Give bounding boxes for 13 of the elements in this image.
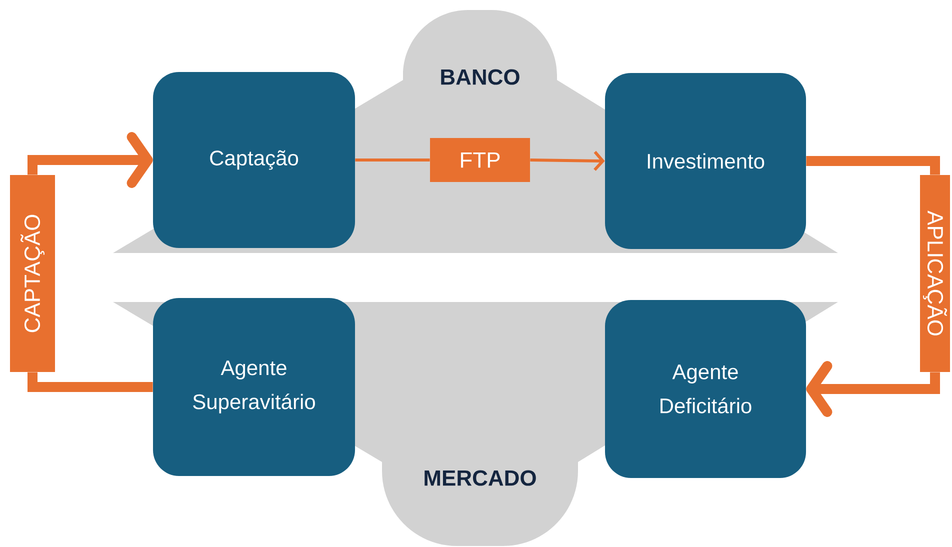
arrow [530,150,605,171]
connector-line [355,158,430,162]
connector-line [806,156,940,175]
connector-line [28,372,153,392]
process-box: Agente Deficitário [605,300,806,478]
process-box: FTP [430,138,530,182]
process-box: Agente Superavitário [153,298,355,476]
process-box: Captação [153,72,355,248]
arrow [28,132,153,188]
arrow [806,361,940,417]
process-box: Investimento [605,73,806,249]
process-box: APLICAÇÃO [920,175,950,372]
process-box: CAPTAÇÃO [10,175,55,372]
